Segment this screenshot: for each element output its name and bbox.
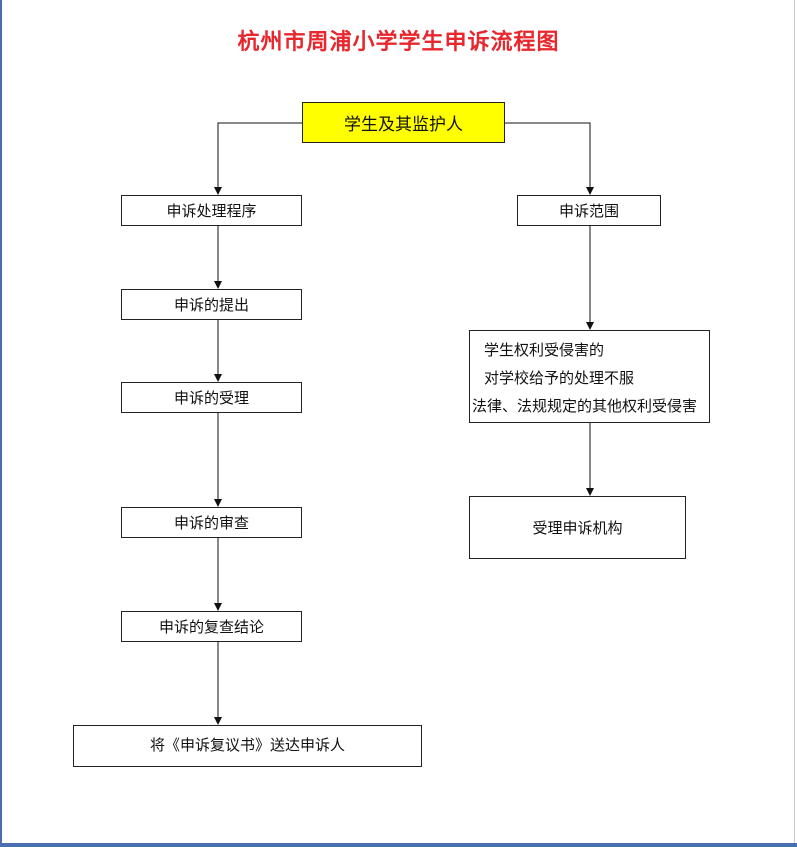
node-scope-detail: 学生权利受侵害的 对学校给予的处理不服 法律、法规规定的其他权利受侵害 [469,330,710,423]
node-appeal-accept: 申诉的受理 [121,382,302,413]
page-title: 杭州市周浦小学学生申诉流程图 [237,29,560,55]
connector-root-procedure [214,122,302,195]
node-appeal-submit: 申诉的提出 [121,289,302,320]
node-appeal-recheck: 申诉的复查结论 [121,611,302,642]
node-appeal-scope: 申诉范围 [517,195,661,226]
connector-root-scope [505,122,594,195]
node-accepting-agency-label: 受理申诉机构 [532,519,623,537]
node-deliver-document-label: 将《申诉复议书》送达申诉人 [149,736,345,754]
node-appeal-procedure-label: 申诉处理程序 [166,202,257,220]
node-student-guardian-label: 学生及其监护人 [344,115,463,135]
node-appeal-recheck-label: 申诉的复查结论 [158,618,264,636]
right-border [794,0,795,847]
node-accepting-agency: 受理申诉机构 [469,496,686,559]
node-appeal-submit-label: 申诉的提出 [173,296,249,314]
node-deliver-document: 将《申诉复议书》送达申诉人 [73,725,422,767]
scope-detail-line-2: 对学校给予的处理不服 [484,368,635,387]
scope-detail-line-1: 学生权利受侵害的 [484,340,605,359]
node-appeal-review: 申诉的审查 [121,507,302,538]
bottom-border [0,843,797,847]
left-border [0,0,2,847]
node-appeal-procedure: 申诉处理程序 [121,195,302,226]
scope-detail-line-3: 法律、法规规定的其他权利受侵害 [472,396,698,415]
node-appeal-accept-label: 申诉的受理 [173,389,249,407]
node-student-guardian: 学生及其监护人 [302,102,505,143]
node-appeal-review-label: 申诉的审查 [173,514,249,532]
node-appeal-scope-label: 申诉范围 [558,202,619,220]
